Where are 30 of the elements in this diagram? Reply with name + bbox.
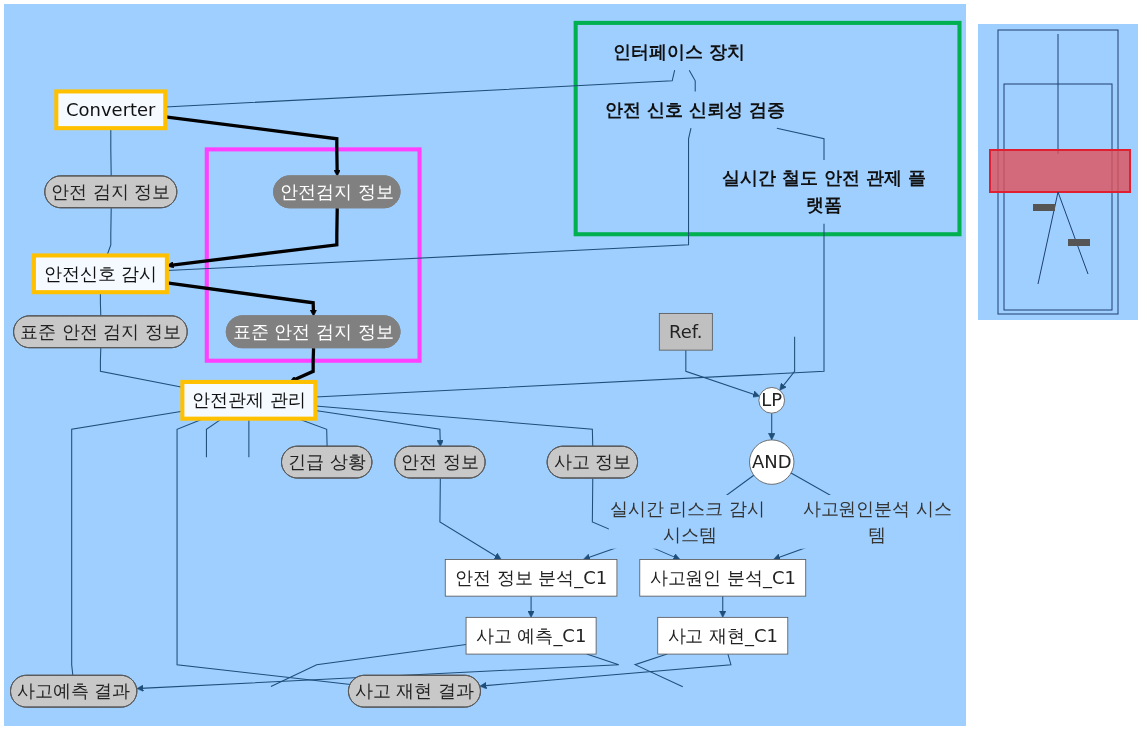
node-box: 사고 재현_C1 (657, 616, 789, 655)
connector (633, 653, 684, 688)
node-circle: LP (758, 387, 785, 414)
node-box: 안전신호 감시 (31, 253, 169, 295)
cluster (204, 147, 422, 363)
node-box: 사고 예측_C1 (465, 616, 597, 655)
arrow (685, 349, 760, 398)
connector (270, 643, 467, 688)
node-box: Ref. (658, 313, 713, 351)
arrow (136, 653, 620, 692)
arrow (439, 477, 502, 560)
arrow (289, 348, 316, 383)
connector (776, 127, 825, 161)
arrow (479, 653, 732, 690)
arrow (527, 595, 535, 618)
node-box: Converter (54, 89, 168, 131)
node-box: 안전관제 관리 (180, 379, 318, 421)
node-box: 사고원인 분석_C1 (639, 559, 807, 597)
node-text: 실시간 철도 안전 관제 플랫폼 (721, 168, 927, 216)
arrow (779, 336, 796, 391)
node-circle: AND (749, 439, 795, 485)
node-box: 안전 정보 분석_C1 (444, 559, 618, 597)
edge-label: 실시간 리스크 감시 시스템 (609, 498, 765, 546)
edge-label: 사고원인분석 시스템 (802, 498, 952, 546)
cluster (573, 20, 962, 237)
node-text: 인터페이스 장치 (612, 41, 745, 63)
arrow (768, 412, 776, 441)
node-text: 안전 신호 신뢰성 검증 (605, 99, 786, 120)
arrow (719, 595, 727, 618)
connector (688, 69, 696, 92)
